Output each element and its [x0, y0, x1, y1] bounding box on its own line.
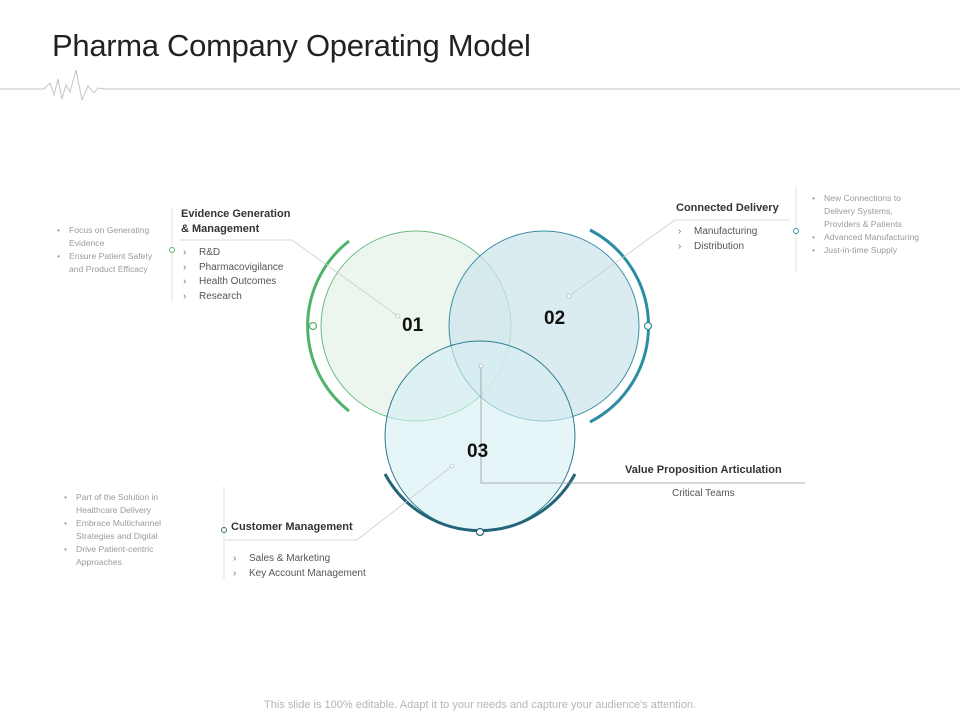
bullet-item: •Ensure Patient Safety and Product Effic… [57, 251, 153, 274]
delivery-heading: Connected Delivery [676, 202, 779, 214]
chevron-icon: › [183, 247, 187, 258]
list-item: ›R&D [181, 246, 284, 261]
number-01: 01 [402, 315, 424, 336]
value-sub: Critical Teams [672, 488, 735, 499]
customer-heading: Customer Management [231, 521, 353, 533]
list-item: ›Key Account Management [231, 567, 366, 582]
list-item: ›Manufacturing [676, 225, 757, 240]
bullet-icon: • [812, 245, 816, 255]
chevron-icon: › [183, 290, 187, 302]
chevron-icon: › [183, 276, 187, 287]
list-item: ›Sales & Marketing [231, 552, 366, 567]
bullet-icon: • [64, 492, 68, 502]
evidence-bullets: •Focus on Generating Evidence •Ensure Pa… [55, 224, 167, 276]
dot-right [643, 321, 653, 331]
connector-delivery [568, 219, 789, 297]
bullet-icon: • [57, 225, 61, 235]
bullet-icon: • [812, 232, 816, 242]
list-item: ›Research [181, 290, 284, 305]
chevron-icon: › [183, 261, 187, 273]
evidence-heading-line1: Evidence Generation [181, 208, 291, 220]
chevron-icon: › [233, 553, 237, 564]
bullet-item: •Part of the Solution in Healthcare Deli… [64, 492, 159, 515]
bullet-icon: • [64, 518, 68, 528]
bullet-icon: • [812, 193, 816, 203]
connector-value [480, 366, 805, 484]
evidence-heading-line2: & Management [181, 223, 260, 235]
chevron-icon: › [233, 567, 237, 579]
bullet-item: •Advanced Manufacturing [812, 232, 920, 242]
evidence-heading: Evidence Generation & Management [181, 207, 290, 237]
dot-left [308, 321, 318, 331]
customer-bullets: •Part of the Solution in Healthcare Deli… [62, 491, 182, 569]
bullet-item: •Just-in-time Supply [812, 245, 898, 255]
list-item: ›Health Outcomes [181, 275, 284, 290]
bullet-icon: • [64, 544, 68, 554]
number-02: 02 [544, 308, 566, 329]
number-03: 03 [467, 441, 489, 462]
connector-customer [225, 465, 453, 541]
bullet-item: •Focus on Generating Evidence [57, 225, 150, 248]
delivery-items: ›Manufacturing ›Distribution [676, 225, 757, 254]
title-underline-heartbeat [0, 69, 960, 102]
chevron-icon: › [678, 226, 682, 237]
bullet-item: •New Connections to Delivery Systems, Pr… [812, 193, 902, 229]
bullet-item: •Drive Patient-centric Approaches [64, 544, 154, 567]
list-item: ›Pharmacovigilance [181, 261, 284, 276]
delivery-bullets: •New Connections to Delivery Systems, Pr… [810, 192, 925, 257]
bullet-icon: • [57, 251, 61, 261]
circle-3 [384, 340, 576, 532]
chevron-icon: › [678, 240, 682, 252]
bullet-item: •Embrace Multichannel Strategies and Dig… [64, 518, 162, 541]
footer-note: This slide is 100% editable. Adapt it to… [264, 699, 696, 711]
dot-bottom [475, 527, 485, 537]
list-item: ›Distribution [676, 240, 757, 255]
connector-evidence [180, 239, 399, 317]
customer-items: ›Sales & Marketing ›Key Account Manageme… [231, 552, 366, 581]
value-heading: Value Proposition Articulation [625, 464, 782, 476]
evidence-items: ›R&D ›Pharmacovigilance ›Health Outcomes… [181, 246, 284, 304]
arc-green [306, 239, 350, 413]
page-title: Pharma Company Operating Model [52, 28, 531, 63]
